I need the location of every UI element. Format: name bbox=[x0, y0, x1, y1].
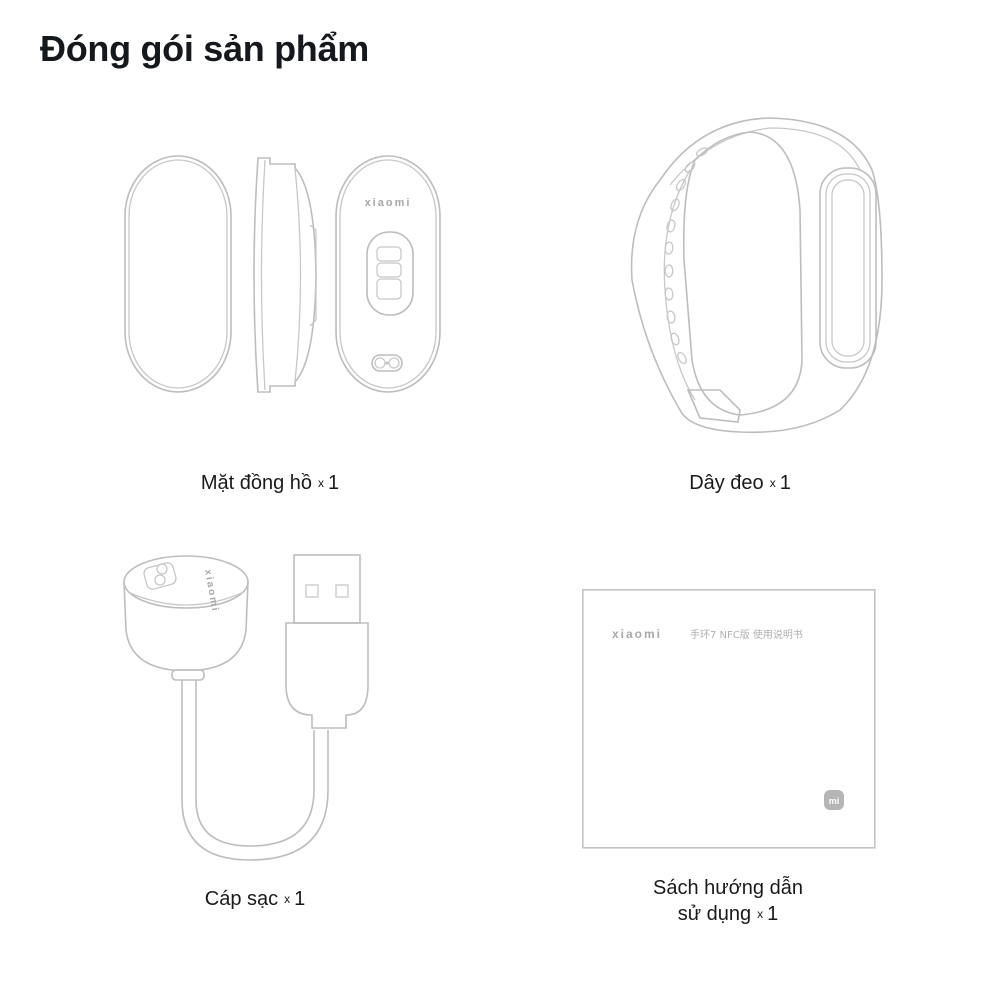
svg-text:mi: mi bbox=[829, 796, 840, 806]
manual-illustration: xiaomi 手环7 NFC版 使用说明书 mi bbox=[582, 589, 876, 849]
page-title: Đóng gói sản phẩm bbox=[40, 28, 369, 69]
strap-illustration bbox=[630, 117, 883, 434]
manual-title: 手环7 NFC版 使用说明书 bbox=[690, 628, 803, 641]
manual-brand: xiaomi bbox=[612, 627, 662, 641]
mi-logo-icon bbox=[824, 790, 844, 810]
xiaomi-engraving: xiaomi bbox=[365, 197, 412, 209]
watch-face-illustration: xiaomi bbox=[124, 155, 441, 393]
charging-cable-illustration: xiaomi bbox=[123, 554, 369, 861]
